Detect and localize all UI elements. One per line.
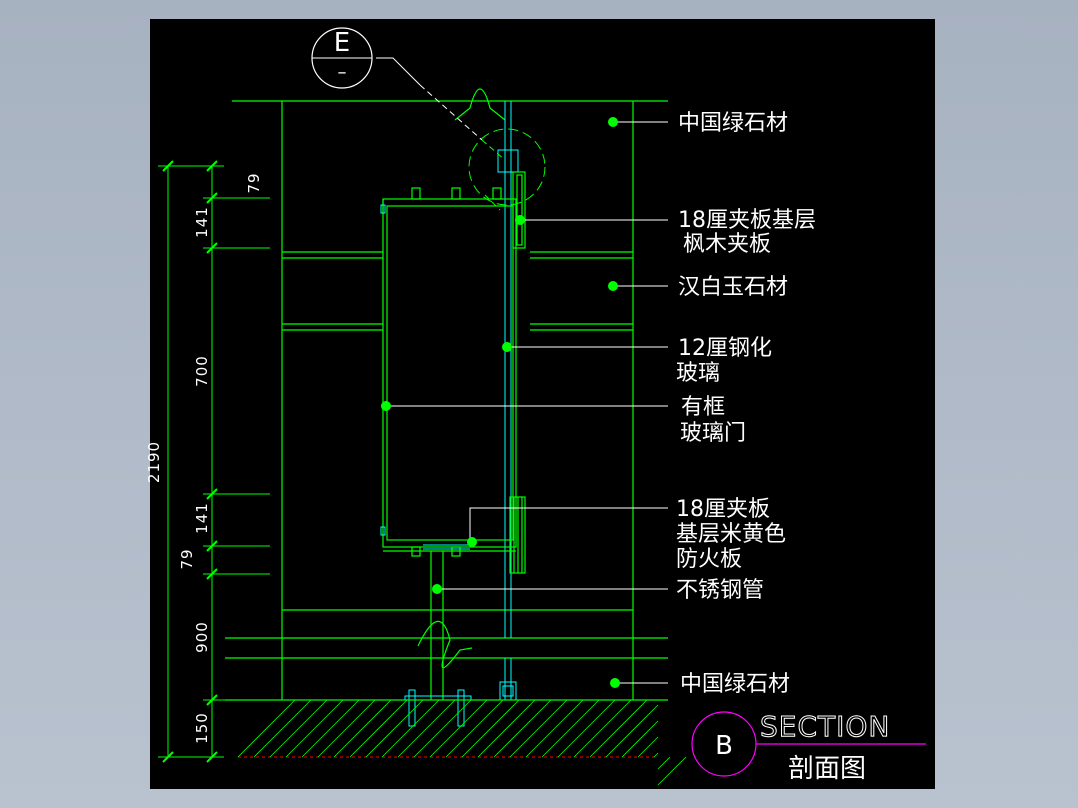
floor-hatch-line	[557, 699, 616, 758]
floor-hatch-line	[509, 699, 568, 758]
floor-hatch-line	[589, 699, 648, 758]
dim-total: 2190	[145, 441, 163, 483]
annotation-labels: 中国绿石材 18厘夹板基层 枫木夹板 汉白玉石材 12厘钢化 玻璃 有框 玻璃门…	[676, 111, 816, 697]
floor-slab	[225, 699, 687, 786]
stainless-pipe	[430, 551, 444, 700]
floor-hatch-line	[477, 699, 536, 758]
section-subtitle: 剖面图	[788, 754, 866, 784]
floor-hatch-line	[381, 699, 440, 758]
label-white-jade-stone: 汉白玉石材	[678, 275, 788, 300]
floor-hatch-line	[657, 756, 687, 786]
label-plywood-fire-3: 防火板	[676, 547, 742, 572]
label-china-green-stone-top: 中国绿石材	[678, 111, 788, 136]
floor-hatch-line	[445, 699, 504, 758]
floor-hatch-line	[397, 699, 456, 758]
detail-leader	[419, 84, 483, 141]
floor-hatch-line	[333, 699, 392, 758]
dimension-lines	[158, 160, 270, 763]
dim-79-bottom: 79	[178, 548, 196, 569]
detail-marker-sub: –	[338, 62, 347, 83]
floor-hatch-line	[637, 736, 659, 758]
label-plywood-base: 18厘夹板基层	[678, 208, 816, 233]
section-marker-letter: B	[715, 731, 733, 761]
plywood-top	[512, 171, 526, 249]
glass-panel	[497, 101, 519, 701]
break-line-top	[454, 88, 506, 121]
floor-hatch-line	[493, 699, 552, 758]
floor-hatch-line	[253, 699, 312, 758]
framed-glass-door	[382, 187, 517, 557]
floor-hatch-line	[621, 720, 659, 758]
label-framed-1: 有框	[681, 395, 725, 420]
section-title: SECTION	[760, 710, 890, 743]
door-frame-cyan	[380, 204, 470, 550]
detail-callout-circle	[468, 128, 546, 206]
label-framed-2: 玻璃门	[680, 421, 746, 446]
floor-hatch-line	[541, 699, 600, 758]
floor-hatch-line	[657, 756, 671, 770]
dim-79-top: 79	[245, 172, 263, 193]
floor-hatch-line	[269, 699, 328, 758]
floor-hatch-line	[301, 699, 360, 758]
label-tempered-glass-2: 玻璃	[676, 361, 720, 386]
floor-hatch-line	[429, 699, 488, 758]
floor-hatch-line	[573, 699, 632, 758]
section-marker: B SECTION 剖面图	[691, 710, 926, 784]
detail-leader-inner	[481, 139, 506, 211]
floor-hatch-line	[653, 752, 659, 758]
dim-900: 900	[193, 621, 211, 653]
dim-141-bottom: 141	[193, 502, 211, 534]
floor-hatch-line	[461, 699, 520, 758]
label-china-green-stone-bottom: 中国绿石材	[680, 672, 790, 697]
label-maple-plywood: 枫木夹板	[683, 232, 771, 257]
plywood-bottom	[509, 496, 526, 574]
dim-150: 150	[193, 712, 211, 744]
floor-hatch-line	[413, 699, 472, 758]
floor-hatch-line	[525, 699, 584, 758]
floor-hatch-line	[349, 699, 408, 758]
detail-marker-e: E –	[311, 27, 373, 89]
cad-drawing-sheet	[150, 19, 935, 789]
detail-marker-letter: E	[334, 28, 350, 58]
label-plywood-fire-2: 基层米黄色	[676, 522, 786, 547]
floor-hatch-line	[285, 699, 344, 758]
dim-700: 700	[193, 355, 211, 387]
floor-hatch-line	[237, 699, 296, 758]
break-line-bottom	[417, 620, 473, 669]
label-plywood-fire-1: 18厘夹板	[676, 497, 770, 522]
floor-hatch-line	[605, 704, 659, 758]
floor-hatch-line	[317, 699, 376, 758]
floor-hatch-line	[365, 699, 424, 758]
dimension-texts: 2190 79 141 700 141 79 900 150	[145, 172, 263, 743]
label-stainless-pipe: 不锈钢管	[676, 578, 764, 603]
leader-lines	[376, 57, 668, 684]
label-tempered-glass-1: 12厘钢化	[678, 336, 772, 361]
wall-outline	[225, 100, 668, 700]
dim-141-top: 141	[193, 206, 211, 238]
leader-dots	[381, 117, 620, 688]
